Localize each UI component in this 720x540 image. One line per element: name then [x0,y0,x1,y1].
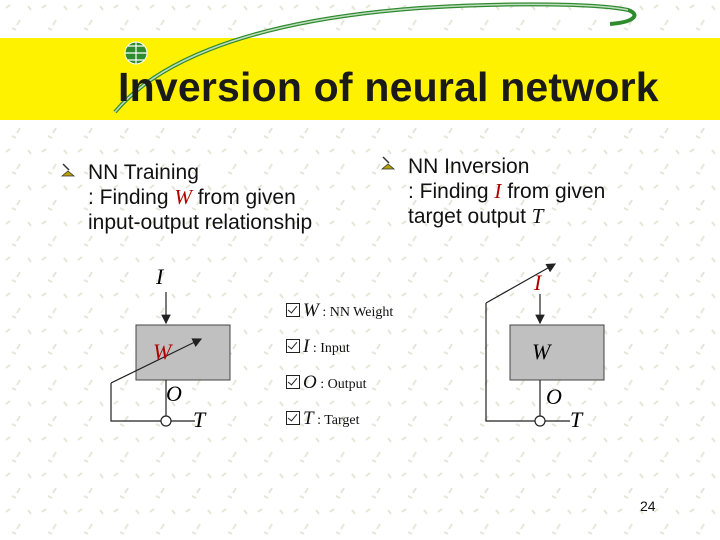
checkbox-icon [286,339,300,353]
target-var: T [531,204,544,228]
bullet-heading: NN Training [88,161,199,184]
bullet-line: input-output relationship [88,211,313,234]
legend-item-output: O : Output [286,372,367,394]
right-output-label: O [546,384,562,409]
checkbox-icon [286,303,300,317]
globe-icon [124,41,148,65]
inversion-diagram [485,263,605,427]
slide-title: Inversion of neural network [118,64,659,110]
left-target-label: T [193,407,206,432]
bullet-line: : Finding W from given [88,185,296,209]
legend-item-input: I : Input [286,336,350,358]
nn-training-bullet: NN Training : Finding W from given input… [88,160,312,235]
right-input-label: I [534,270,542,295]
left-input-label: I [156,264,164,289]
bullet-line: target output T [408,204,544,228]
page-number: 24 [640,498,656,514]
left-weight-label: W [153,339,172,364]
nn-inversion-bullet: NN Inversion : Finding I from given targ… [408,154,605,229]
checkbox-icon [286,411,300,425]
training-diagram [110,292,231,427]
right-target-label: T [570,407,583,432]
legend-item-target: T : Target [286,408,360,430]
right-weight-label: W [532,339,551,364]
bullet-heading: NN Inversion [408,155,530,178]
legend-item-weight: W : NN Weight [286,300,393,322]
weight-var: W [174,185,192,209]
bullet-line: : Finding I from given [408,179,606,203]
checkbox-icon [286,375,300,389]
decorative-swoosh [113,2,637,114]
input-var: I [494,179,502,203]
bullet-icon [380,156,396,170]
left-output-label: O [166,381,182,406]
bullet-icon [60,163,76,177]
